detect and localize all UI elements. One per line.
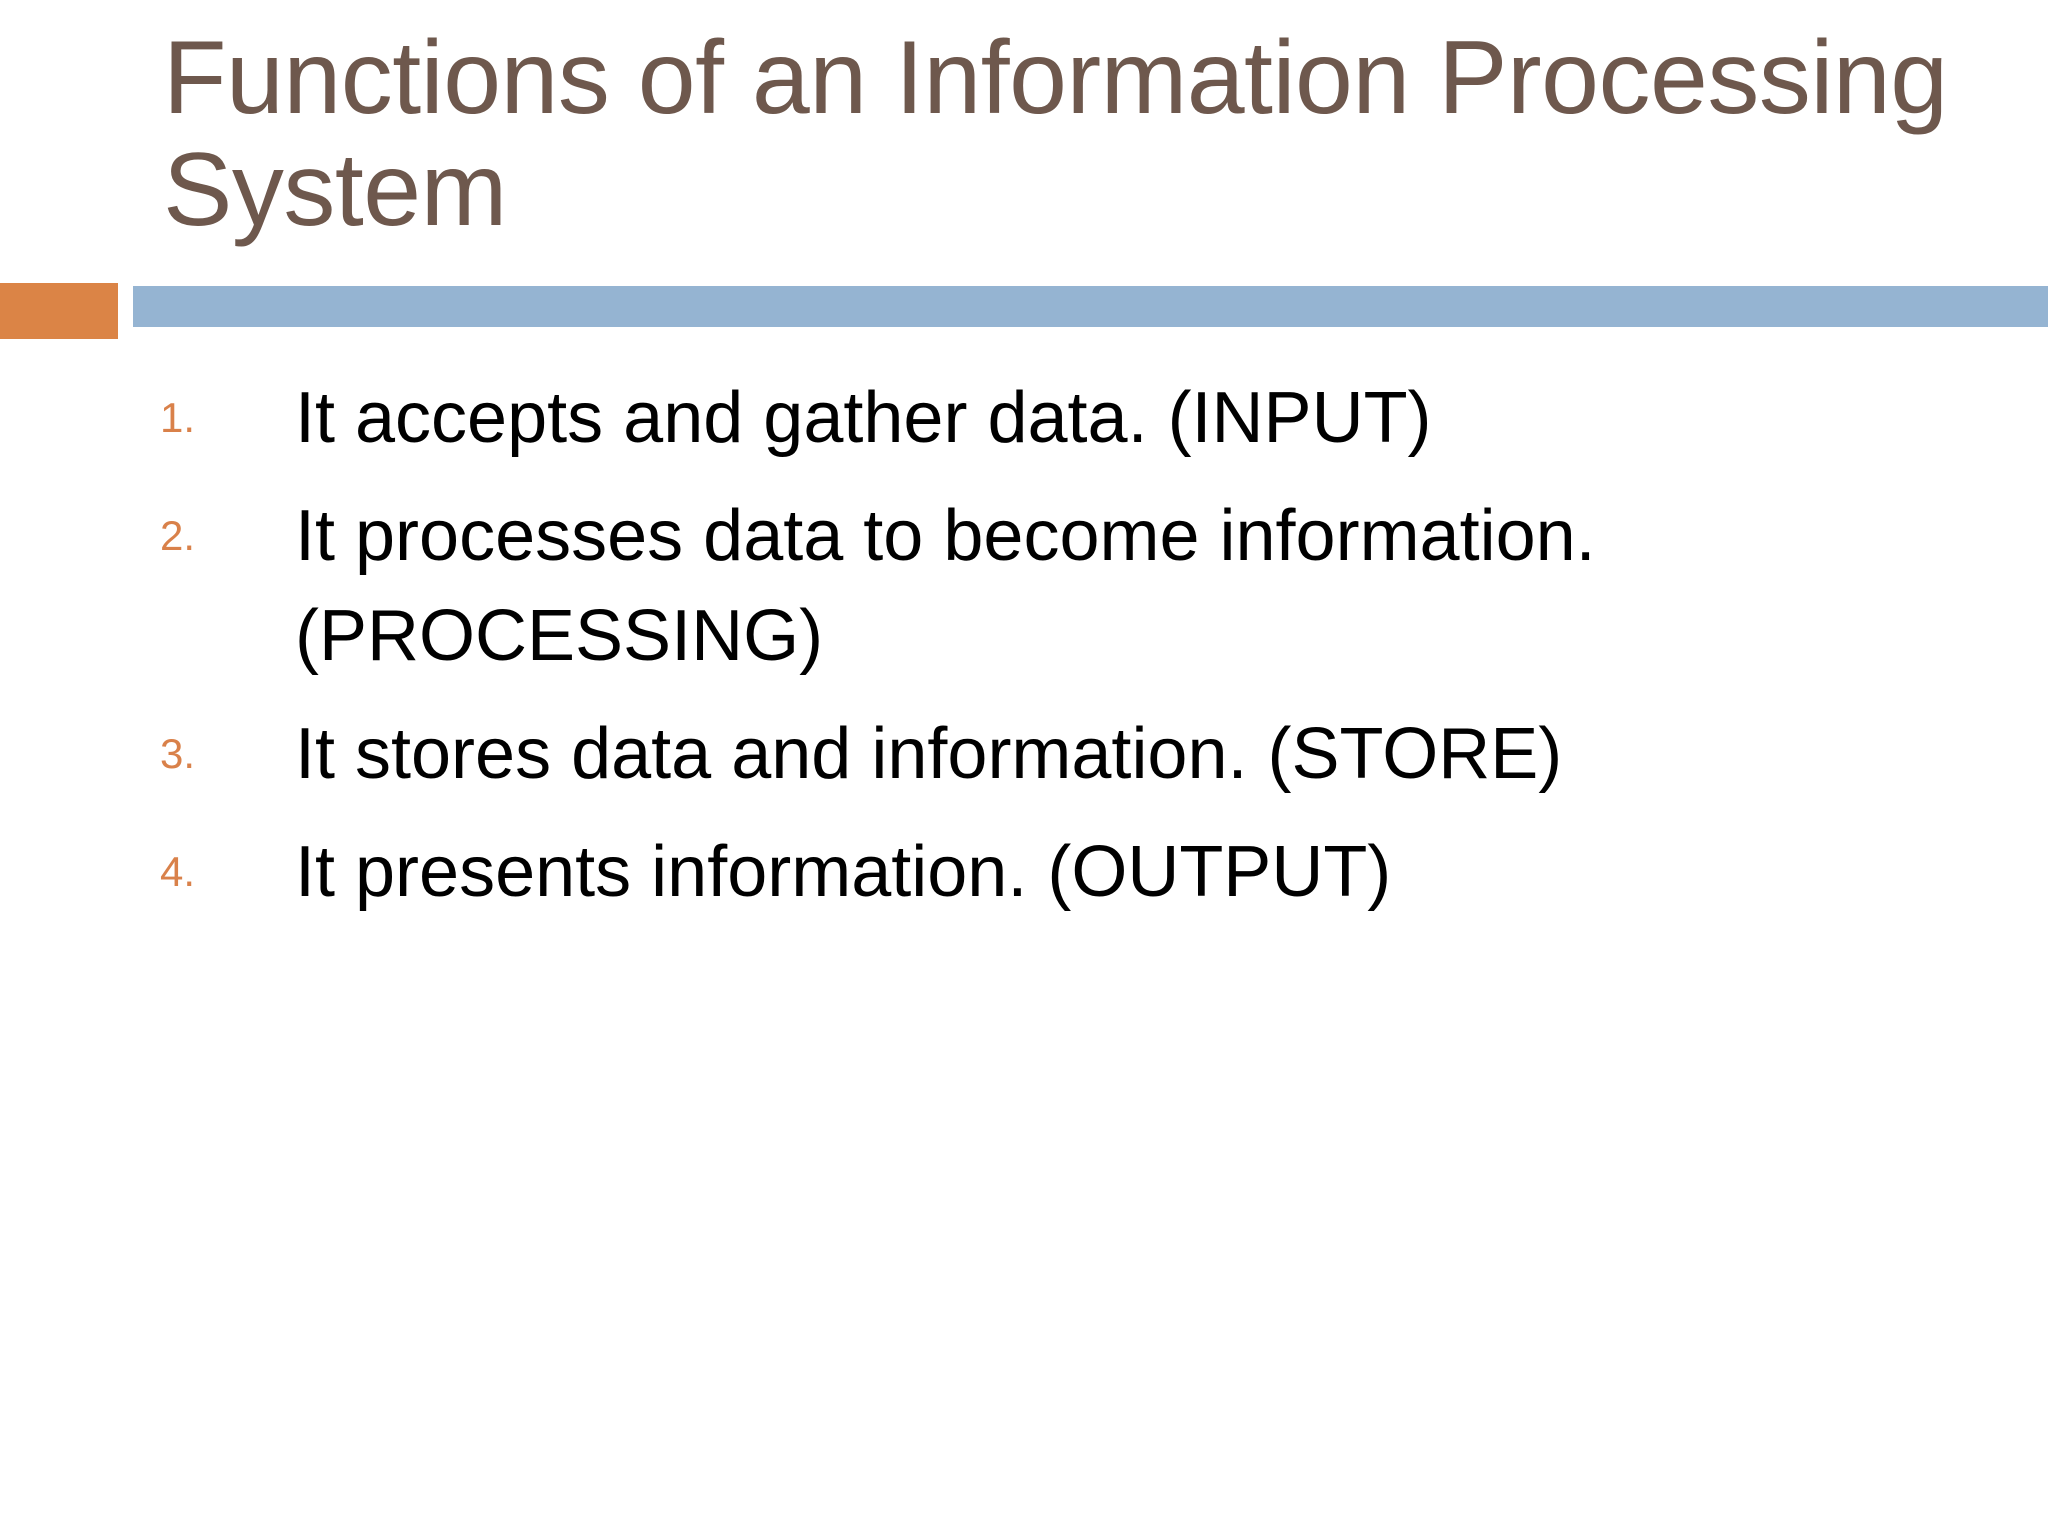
divider-bar (133, 286, 2048, 327)
list-item: 4. It presents information. (OUTPUT) (0, 822, 2048, 922)
list-item-label: It accepts and gather data. (INPUT) (295, 378, 1432, 458)
divider-accent-block (0, 283, 118, 339)
list-item-label: It presents information. (OUTPUT) (295, 832, 1392, 912)
list-item-marker: 3. (160, 730, 196, 777)
list-item: 1. It accepts and gather data. (INPUT) (0, 368, 2048, 468)
slide-body: 1. It accepts and gather data. (INPUT) 2… (0, 368, 2048, 940)
list-item-marker: 1. (160, 394, 196, 441)
list-item-marker: 2. (160, 512, 196, 559)
numbered-list: 1. It accepts and gather data. (INPUT) 2… (0, 368, 2048, 922)
list-item: 3. It stores data and information. (STOR… (0, 704, 2048, 804)
title-divider (0, 283, 2048, 341)
page-title: Functions of an Information Processing S… (163, 20, 1977, 248)
list-item-label: It stores data and information. (STORE) (295, 714, 1563, 794)
list-item-label: It processes data to become information.… (295, 496, 1616, 676)
slide-title-container: Functions of an Information Processing S… (163, 22, 1963, 246)
list-item: 2. It processes data to become informati… (0, 486, 2048, 686)
list-item-marker: 4. (160, 848, 196, 895)
